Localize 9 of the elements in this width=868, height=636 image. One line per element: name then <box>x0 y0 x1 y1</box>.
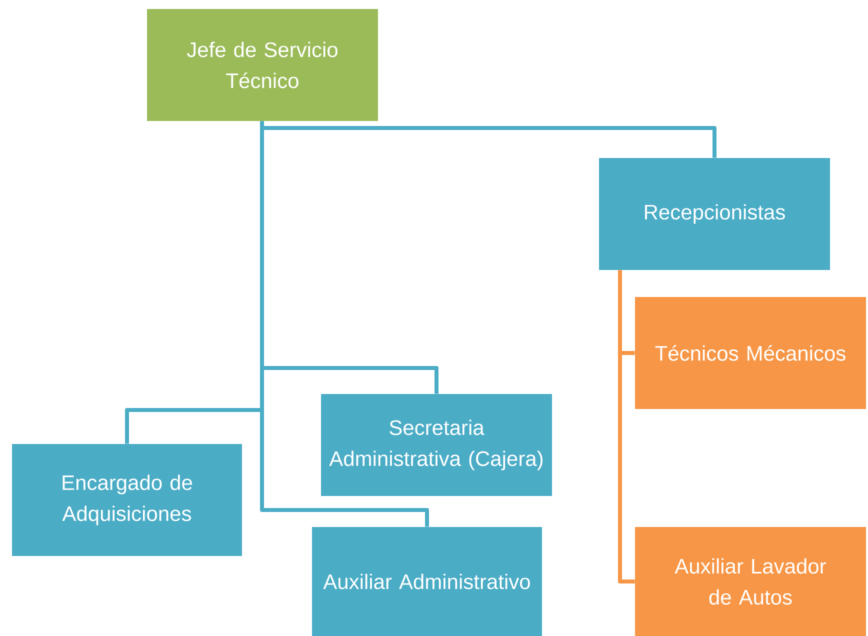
org-box: Encargado de Adquisiciones <box>12 444 242 556</box>
org-box: Auxiliar Lavador de Autos <box>635 526 866 636</box>
org-box: Técnicos Mécanicos <box>635 296 866 409</box>
org-box: Recepcionistas <box>599 158 830 270</box>
org-box: Auxiliar Administrativo <box>312 526 542 636</box>
connector-line <box>260 121 429 527</box>
connector-line <box>618 270 635 584</box>
org-box: Jefe de Servicio Técnico <box>147 8 378 121</box>
org-box: Secretaria Administrativa (Cajera) <box>321 394 552 496</box>
